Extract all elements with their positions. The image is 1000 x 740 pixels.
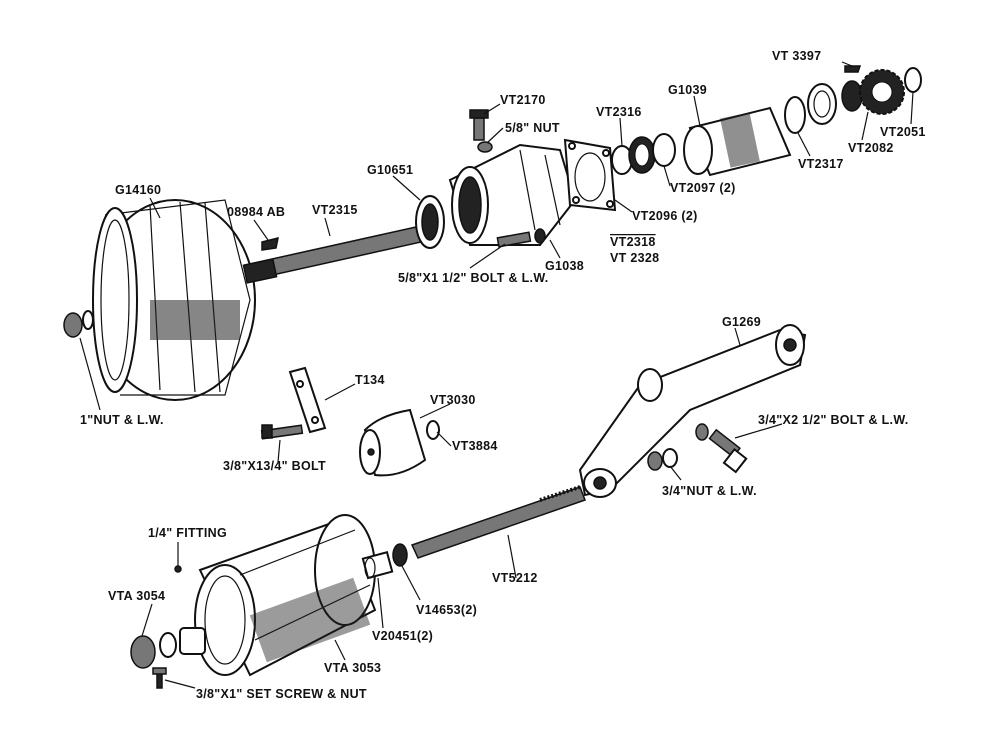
label-nut-3-4: 3/4"NUT & L.W. [662,484,757,498]
leader-lines [79,61,914,689]
bearing-cup [807,83,837,125]
pulley-drum-g14160 [92,199,256,401]
label-vta3053: VTA 3053 [324,661,381,675]
bushing-v20451 [361,551,394,580]
nut-5-8 [477,141,493,153]
label-bolt-3-4: 3/4"X2 1/2" BOLT & L.W. [758,413,909,427]
label-set-screw: 3/8"X1" SET SCREW & NUT [196,687,367,701]
label-08984ab: 08984 AB [227,205,285,219]
label-vt3030: VT3030 [430,393,476,407]
fitting-1-4 [174,565,182,573]
label-v20451: V20451(2) [372,629,433,643]
hub-vta3054 [130,627,206,669]
label-vt2082: VT2082 [848,141,894,155]
label-bolt-5-8: 5/8"X1 1/2" BOLT & L.W. [398,271,549,285]
label-vt2318: VT2318 [610,235,656,249]
label-vt2316: VT2316 [596,105,642,119]
part-labels: VT 3397 VT2170 5/8" NUT VT2316 G1039 G14… [80,49,926,701]
seal-g10651 [415,195,445,249]
sprocket [859,69,905,115]
label-g1039: G1039 [668,83,707,97]
label-t134: T134 [355,373,385,387]
label-vt2328: VT 2328 [610,251,659,265]
label-g10651: G10651 [367,163,413,177]
label-vta3054: VTA 3054 [108,589,165,603]
stud-vt2170 [469,109,489,141]
key-08984ab [261,236,279,251]
label-vt2096: VT2096 (2) [632,209,698,223]
bumper-vt3030 [359,408,427,477]
arm-g1269 [578,324,807,498]
label-g1038: G1038 [545,259,584,273]
label-g1269: G1269 [722,315,761,329]
gasket-vt2318 [563,138,617,212]
plate-t134 [288,366,327,434]
housing-g1038 [448,143,577,246]
label-vt3884: VT3884 [452,439,498,453]
label-vt2097: VT2097 (2) [670,181,736,195]
nut-3-4 [647,448,678,471]
washer-v14653 [392,543,408,567]
ring-vt2317 [784,96,806,134]
label-nut-5-8: 5/8" NUT [505,121,560,135]
label-v14653: V14653(2) [416,603,477,617]
key-vt3397 [844,65,862,73]
label-vt5212: VT5212 [492,571,538,585]
sleeve-g1039 [683,106,792,177]
label-nut-1in: 1"NUT & L.W. [80,413,164,427]
label-vt2051: VT2051 [880,125,926,139]
drum-vta3053 [194,514,377,677]
label-vt2317: VT2317 [798,157,844,171]
shaft-vt5212 [410,485,586,559]
bearing-vt2082 [841,80,863,112]
washer-vt2051 [904,67,922,93]
label-g14160: G14160 [115,183,161,197]
label-vt3397: VT 3397 [772,49,821,63]
label-vt2170: VT2170 [500,93,546,107]
ring-vt2097 [652,133,676,167]
bolt-3-8x1-3-4 [260,424,304,440]
label-bolt-3-8: 3/8"X13/4" BOLT [223,459,326,473]
washer-vt3884 [426,420,440,440]
bearing-vt2096 [628,136,656,174]
label-fitting-1-4: 1/4" FITTING [148,526,227,540]
set-screw-3-8x1 [152,667,167,689]
nut-1in [63,310,94,338]
label-vt2315: VT2315 [312,203,358,217]
bolt-3-4x2-1-2 [695,423,748,474]
bolt-5-8x1-1-2 [496,228,546,248]
